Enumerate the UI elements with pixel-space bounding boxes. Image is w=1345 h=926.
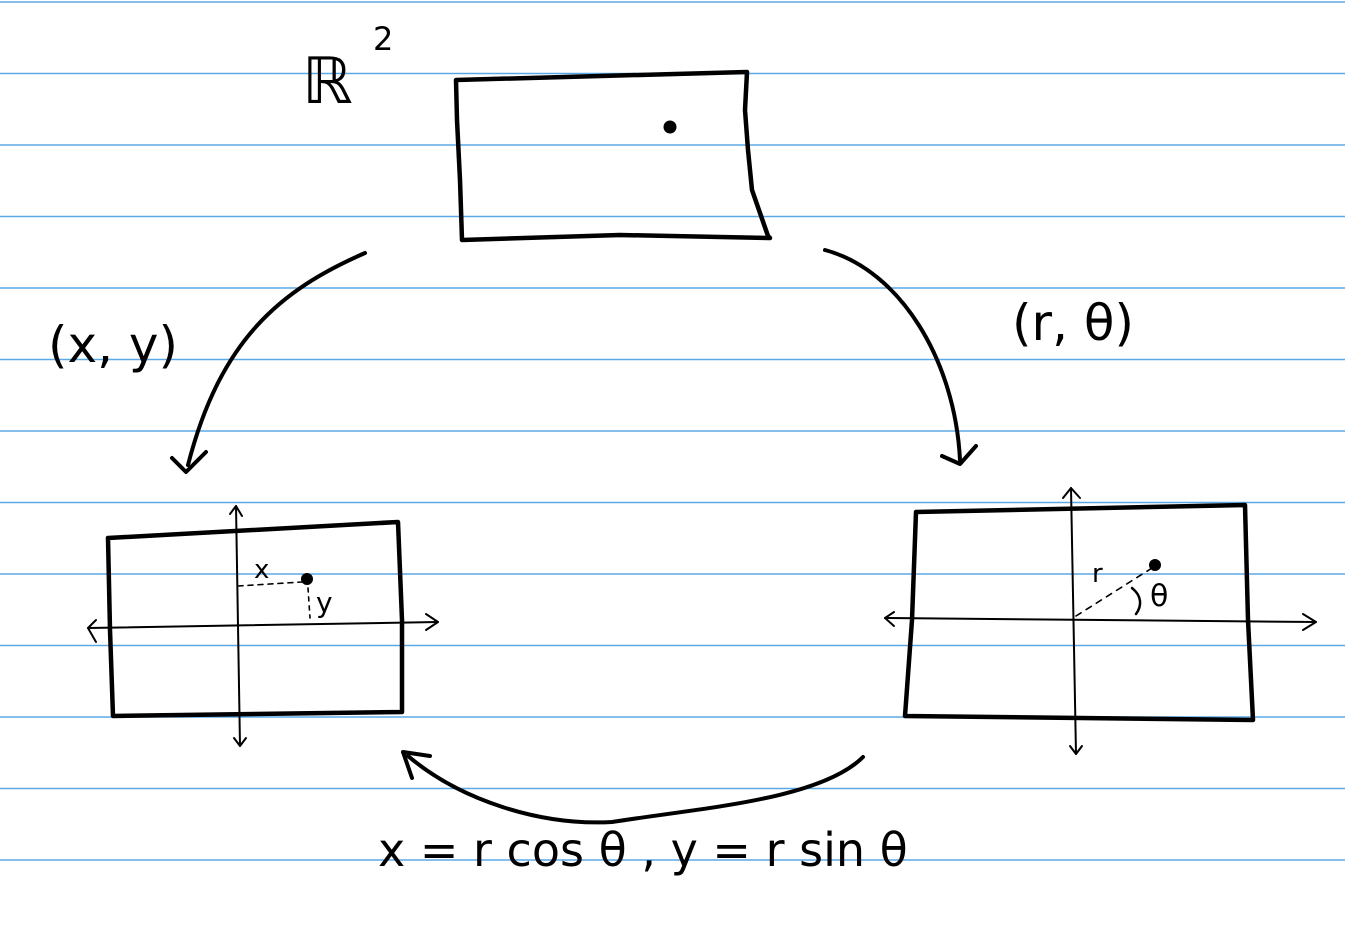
cartesian-x-axis: [87, 621, 439, 629]
polar-point: [1149, 559, 1161, 571]
plane-r2: ℝ 2: [302, 20, 773, 243]
cartesian-point: [301, 573, 313, 585]
arrow-to-cartesian-curve: [186, 251, 367, 467]
polar-x-axis-arrow-left: [884, 611, 895, 627]
arrow-polar-to-cartesian: x = r cos θ , y = r sin θ: [378, 750, 908, 877]
cartesian-y-axis-arrow-bottom: [233, 737, 247, 747]
polar-angle-arc: [1130, 586, 1142, 616]
polar-x-axis: [884, 617, 1317, 623]
polar-y-axis: [1070, 487, 1077, 755]
arrow-to-polar-curve: [823, 248, 962, 462]
cartesian-x-axis-arrow-left: [87, 619, 97, 643]
polar-y-axis-arrow-top: [1062, 487, 1081, 499]
arrow-polar-to-cartesian-curve: [406, 754, 865, 825]
arrow-polar-to-cartesian-head: [401, 750, 432, 780]
cartesian-y-axis: [235, 505, 241, 747]
cartesian-x-label: x: [254, 555, 269, 585]
polar-label: (r, θ): [1012, 294, 1134, 352]
polar-r-label: r: [1092, 559, 1103, 589]
polar-plane: r θ: [884, 487, 1317, 755]
arrow-to-cartesian: (x, y): [48, 251, 367, 474]
cartesian-x-axis-arrow-right: [425, 613, 439, 631]
arrow-to-polar: (r, θ): [823, 248, 1134, 466]
polar-radius-guide: [1075, 567, 1153, 617]
cartesian-y-axis-arrow-top: [229, 505, 243, 517]
polar-y-axis-arrow-bottom: [1069, 745, 1083, 755]
polar-x-axis-arrow-right: [1302, 613, 1317, 631]
plane-r2-point: [663, 120, 677, 134]
arrow-to-polar-head: [940, 444, 978, 466]
polar-theta-label: θ: [1150, 579, 1168, 614]
plane-r2-rect: [453, 69, 773, 243]
cartesian-y-guide: [307, 587, 311, 619]
cartesian-plane: x y: [87, 505, 439, 747]
plane-r2-label: ℝ: [302, 45, 353, 119]
polar-rect: [902, 502, 1256, 723]
plane-r2-exponent: 2: [373, 20, 393, 58]
cartesian-rect: [105, 519, 405, 719]
conversion-formula: x = r cos θ , y = r sin θ: [378, 823, 908, 877]
ruled-lines: [0, 1, 1345, 861]
cartesian-x-guide: [237, 581, 303, 587]
cartesian-label: (x, y): [48, 316, 178, 374]
arrow-to-cartesian-head: [170, 450, 208, 474]
cartesian-y-label: y: [316, 586, 333, 619]
